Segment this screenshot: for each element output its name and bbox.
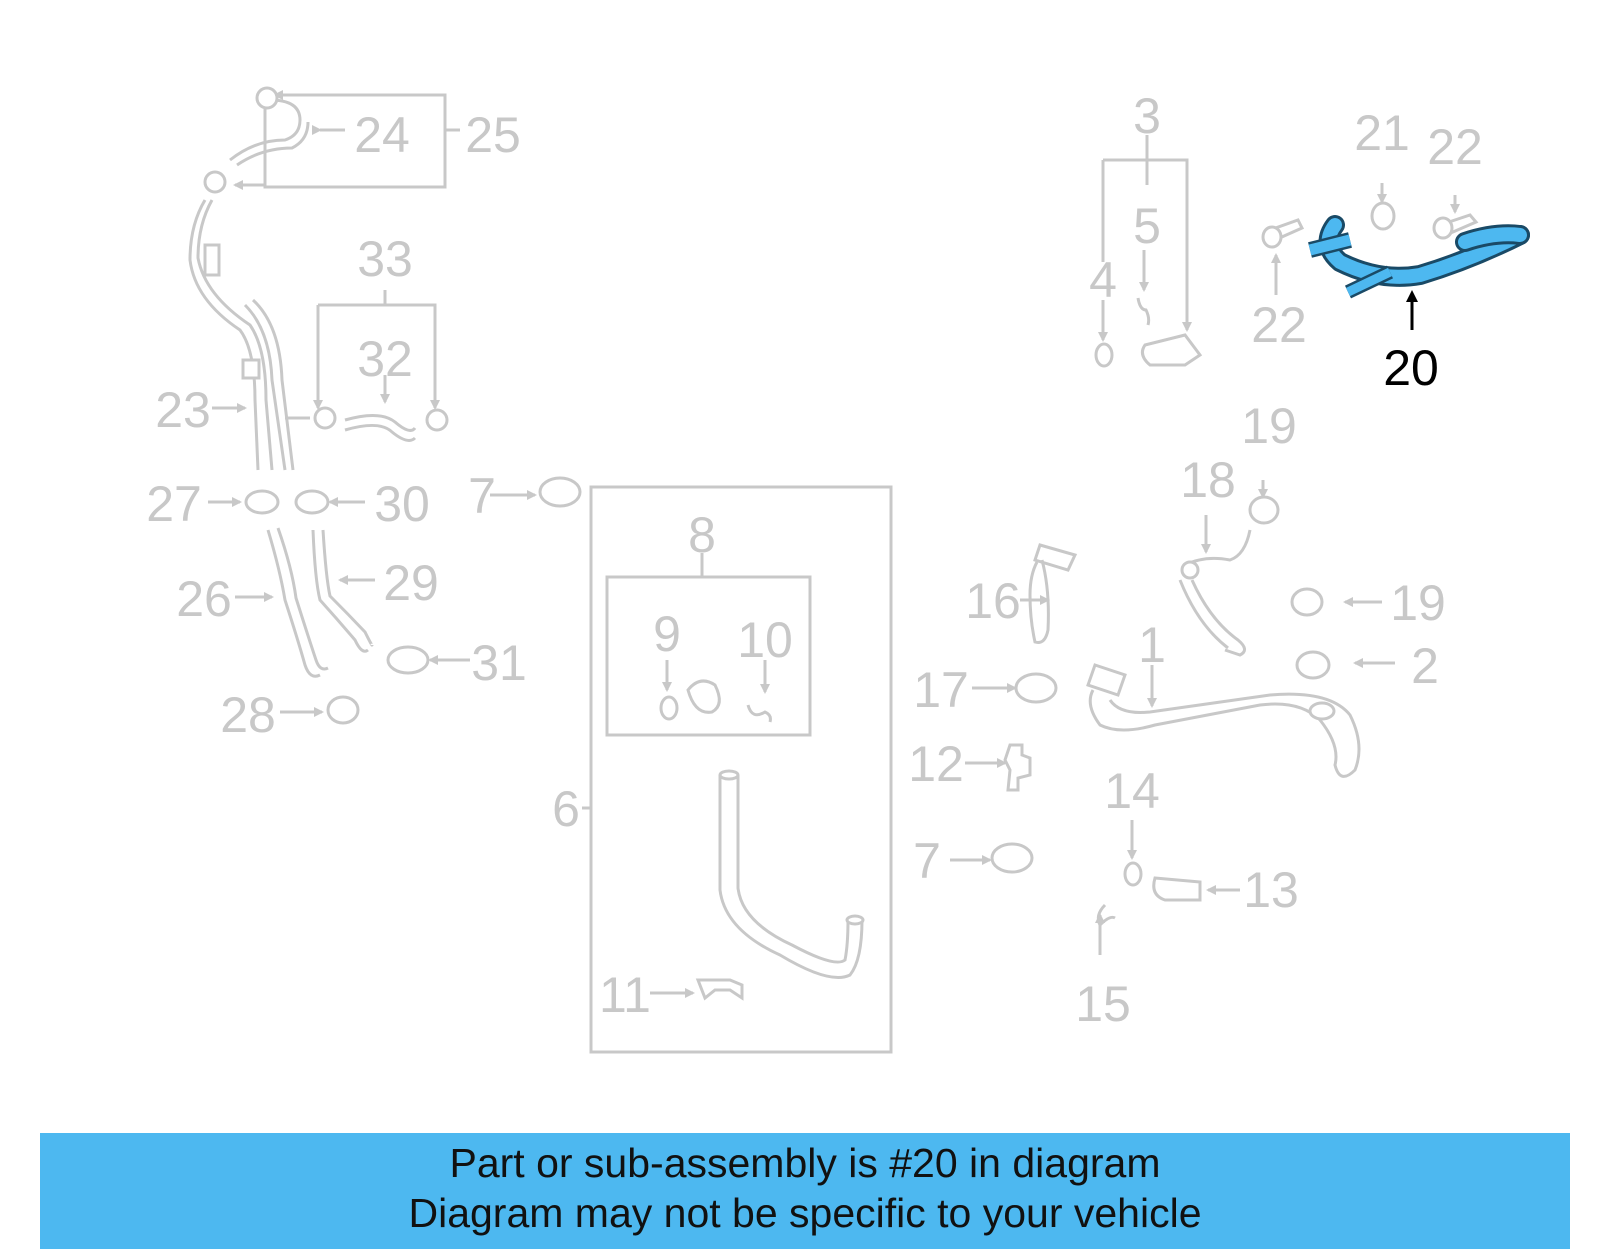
callout-27: 27 <box>146 476 202 532</box>
callout-21: 21 <box>1354 105 1410 161</box>
callout-18: 18 <box>1180 452 1236 508</box>
kit-box-8 <box>605 575 812 737</box>
group-1-2-13-14-15-18-19 <box>1086 480 1395 955</box>
callout-25: 25 <box>465 107 521 163</box>
callout-16: 16 <box>965 573 1021 629</box>
hose-24 <box>229 98 302 162</box>
o-ring-9 <box>659 695 679 721</box>
callout-2: 2 <box>1411 638 1439 694</box>
hose-16 <box>1033 543 1078 572</box>
hose-29 <box>311 529 369 653</box>
callout-33: 33 <box>357 231 413 287</box>
hose-18 <box>1184 529 1252 567</box>
callout-19: 19 <box>1390 575 1446 631</box>
hose-32 <box>344 414 417 432</box>
callout-1: 1 <box>1138 617 1166 673</box>
clamp-icon <box>425 408 449 432</box>
hose-26 <box>266 529 321 678</box>
group-23-24-25 <box>188 86 460 471</box>
callout-5: 5 <box>1133 198 1161 254</box>
o-ring-4 <box>1094 342 1114 368</box>
clamp-2 <box>1295 650 1331 680</box>
clip-5 <box>1136 297 1151 326</box>
callout-29: 29 <box>383 555 439 611</box>
info-banner: Part or sub-assembly is #20 in diagram D… <box>40 1133 1570 1249</box>
callout-13: 13 <box>1243 862 1299 918</box>
pipe-1 <box>1088 689 1361 778</box>
callout-19: 19 <box>1241 398 1297 454</box>
clamp-icon <box>255 86 279 110</box>
group-7-12-16-17 <box>950 543 1078 874</box>
callout-10: 10 <box>737 612 793 668</box>
fitting-3 <box>1140 333 1203 367</box>
banner-line-1: Part or sub-assembly is #20 in diagram <box>449 1140 1161 1186</box>
clamp-30 <box>294 489 330 515</box>
callout-4: 4 <box>1089 252 1117 308</box>
sensor-13 <box>1152 876 1202 902</box>
clip-15 <box>1096 903 1116 928</box>
callout-15: 15 <box>1075 976 1131 1032</box>
clamp-7 <box>538 476 582 508</box>
callout-20-highlighted: 20 <box>1383 340 1439 396</box>
callout-28: 28 <box>220 687 276 743</box>
callout-23: 23 <box>155 382 211 438</box>
callout-7: 7 <box>913 833 941 889</box>
clip-10 <box>746 704 772 723</box>
banner-line-2: Diagram may not be specific to your vehi… <box>408 1190 1202 1236</box>
callout-26: 26 <box>176 571 232 627</box>
clamp-19 <box>1290 587 1324 617</box>
callout-17: 17 <box>913 662 969 718</box>
highlighted-part-20 <box>1261 183 1530 330</box>
callout-3: 3 <box>1133 88 1161 144</box>
callout-31: 31 <box>471 635 527 691</box>
clamp-31 <box>386 645 430 675</box>
clamp-19 <box>1248 495 1280 525</box>
fitting-11 <box>695 978 744 1001</box>
clamp-7 <box>990 842 1034 874</box>
callout-labels: 1 2 3 4 5 6 7 7 7 8 9 10 11 12 13 14 15 … <box>146 88 1483 1032</box>
clamp-27 <box>244 489 280 515</box>
callout-6: 6 <box>552 781 580 837</box>
connector-12 <box>1003 743 1032 792</box>
group-6-8 <box>490 476 893 1054</box>
group-32-33 <box>285 290 449 442</box>
assembly-box-6 <box>589 485 893 1054</box>
callout-24: 24 <box>354 107 410 163</box>
hose-6 <box>718 775 864 979</box>
o-ring-21 <box>1370 201 1396 231</box>
callout-30: 30 <box>374 476 430 532</box>
group-26-31 <box>208 489 470 725</box>
callout-12: 12 <box>908 736 964 792</box>
callout-9: 9 <box>653 606 681 662</box>
callout-11: 11 <box>599 967 651 1023</box>
callout-7: 7 <box>468 468 496 524</box>
callout-22: 22 <box>1427 119 1483 175</box>
housing-icon <box>686 679 721 714</box>
callout-14: 14 <box>1104 763 1160 819</box>
clamp-icon <box>313 406 337 430</box>
clamp-28 <box>326 695 360 725</box>
callout-22: 22 <box>1251 297 1307 353</box>
clamp-17 <box>1014 672 1058 704</box>
callout-8: 8 <box>688 507 716 563</box>
clamp-icon <box>203 170 227 194</box>
group-3-4-5 <box>1094 135 1203 368</box>
callout-32: 32 <box>357 331 413 387</box>
o-ring-14 <box>1123 861 1143 887</box>
